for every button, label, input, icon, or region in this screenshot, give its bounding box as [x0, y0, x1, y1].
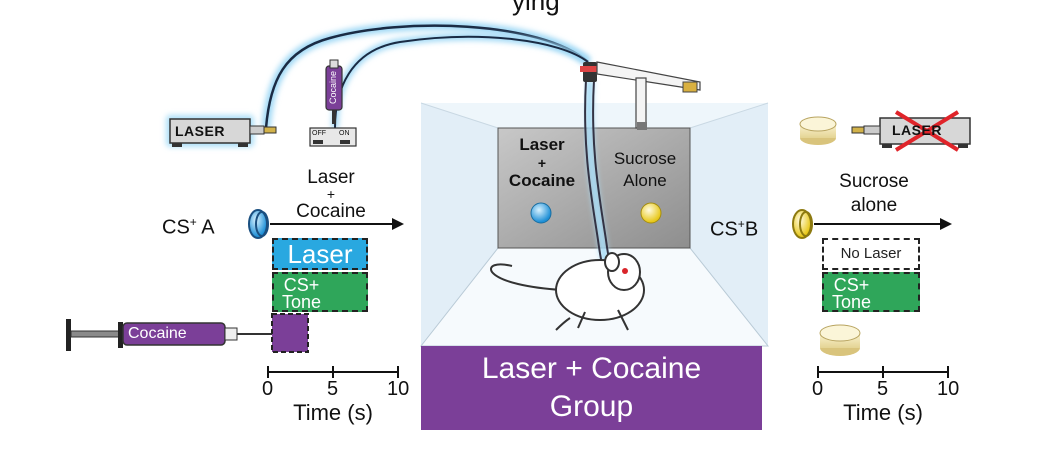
group-label-line2: Group	[549, 390, 634, 423]
left-outcome-line3: Cocaine	[296, 201, 366, 222]
panel-right-line1: Sucrose	[613, 149, 677, 168]
chamber-left-wall	[421, 103, 498, 346]
cs-a-label: CS+ A	[162, 215, 215, 239]
panel-left-line1: Laser	[519, 135, 565, 154]
right-outcome-line2: alone	[850, 195, 898, 216]
cs-tone-box-right: CS+ Tone	[822, 272, 920, 312]
cs-a-cue	[248, 209, 404, 239]
sucrose-pellet-top	[799, 116, 837, 145]
left-tick-10: 10	[387, 378, 410, 400]
cs-tone-box-left: CS+ Tone	[272, 272, 368, 312]
group-label-line1: Laser + Cocaine	[481, 352, 702, 385]
no-laser-box: No Laser	[822, 238, 920, 270]
rat-illustration	[490, 252, 645, 331]
cs-b-cue	[792, 209, 952, 239]
right-nosepoke-light	[640, 202, 662, 224]
left-outcome-line1: Laser	[307, 167, 355, 188]
right-tick-10: 10	[937, 378, 960, 400]
laser-unit-left	[166, 115, 277, 147]
cs-b-label: CS+B	[710, 217, 759, 241]
group-label-box: Laser + Cocaine Group	[421, 346, 762, 430]
right-tick-0: 0	[812, 378, 824, 400]
right-tick-5: 5	[877, 378, 889, 400]
pump-cocaine-label: Cocaine	[128, 325, 187, 342]
left-time-axis	[267, 366, 399, 378]
left-nosepoke-light	[530, 202, 552, 224]
right-axis-label: Time (s)	[843, 400, 923, 425]
chamber-right-wall	[690, 103, 768, 346]
right-outcome-line1: Sucrose	[839, 171, 909, 192]
left-axis-label: Time (s)	[293, 400, 373, 425]
syringe-label: Cocaine	[328, 70, 338, 104]
switch-off-label: OFF	[312, 130, 326, 137]
laser-left-label: LASER	[175, 123, 225, 139]
left-tick-5: 5	[327, 378, 339, 400]
switch-on-label: ON	[339, 130, 350, 137]
panel-left-line2: +	[537, 155, 547, 171]
laser-on-box: Laser	[272, 238, 368, 270]
cocaine-infusion-bar	[271, 313, 309, 353]
laser-unit-right-disabled	[851, 110, 971, 152]
left-tick-0: 0	[262, 378, 274, 400]
cocaine-syringe-pump	[309, 59, 357, 147]
right-time-axis	[817, 366, 949, 378]
pump-syringe-left	[66, 319, 272, 351]
sucrose-pellet-bottom	[819, 324, 861, 356]
laser-right-label: LASER	[892, 122, 942, 138]
panel-right-line2: Alone	[623, 171, 667, 190]
panel-left-line3: Cocaine	[508, 171, 576, 190]
cross-line-2	[894, 110, 960, 152]
tone-text-right: CS+ Tone	[832, 275, 872, 312]
left-outcome-line2: +	[326, 186, 336, 202]
tone-text-left: CS+ Tone	[282, 275, 322, 312]
commutator-arm	[580, 61, 701, 130]
partial-title: ying	[512, 0, 560, 16]
